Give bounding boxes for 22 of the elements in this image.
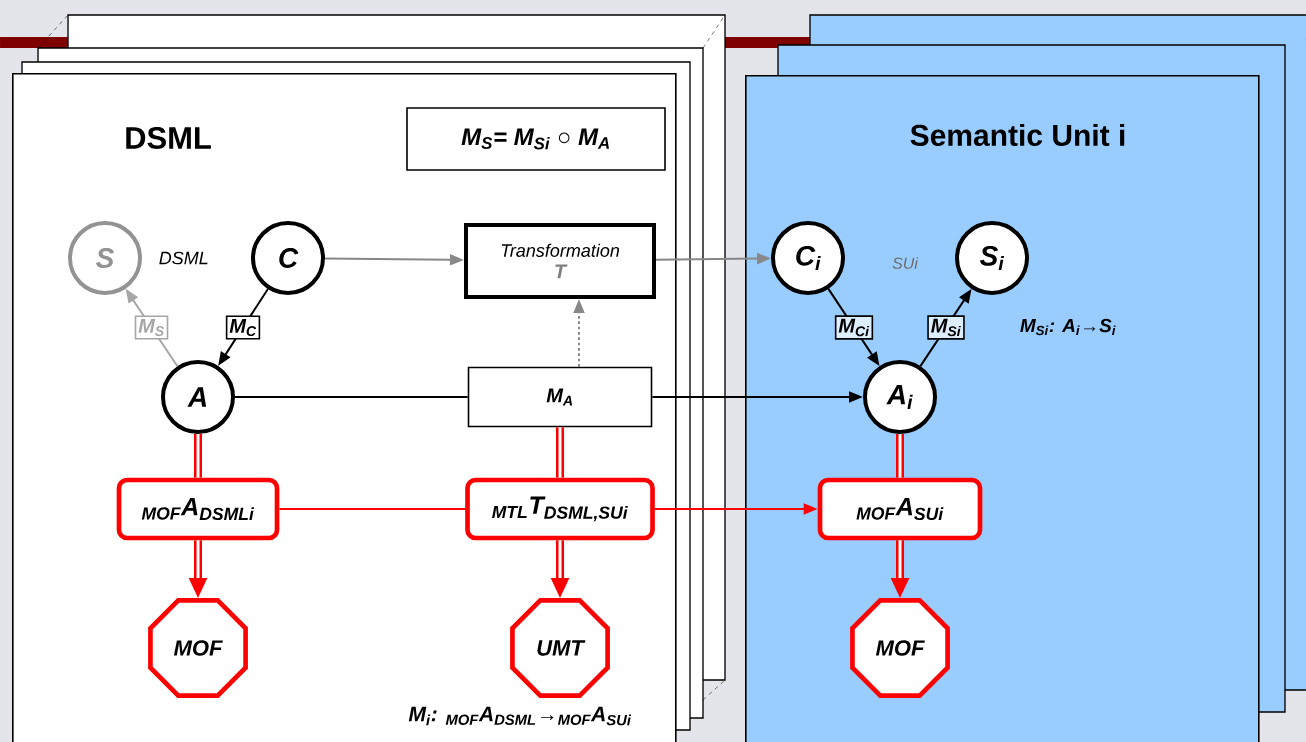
rounded-box: $_{MOF}$A$_{SUi}$ — [817, 477, 983, 541]
circle-node: S$_{i}$ — [955, 221, 1029, 295]
circle-node: C$_{i}$ — [771, 221, 845, 295]
rounded-box: $_{MTL}$T$_{DSML,SUi}$ — [465, 477, 655, 541]
edge-label: M$_{Si}$ — [927, 315, 965, 340]
note-text: M$_{Si}$: A$_{i}$→S$_{i}$ — [1020, 318, 1116, 336]
circle-node: C — [251, 221, 325, 295]
circle-node: S — [68, 221, 142, 295]
edge-label: M$_{S}$ — [134, 315, 169, 340]
formula-box: M$_{A}$ — [467, 366, 653, 428]
octagon-node: MOF — [850, 598, 950, 698]
rounded-box: $_{MOF}$A$_{DSMLi}$ — [116, 477, 280, 541]
formula-box: M$_{S}$= M$_{Si}$ ○ M$_{A}$ — [406, 107, 666, 171]
edge-label: M$_{Ci}$ — [834, 315, 874, 340]
octagon-node: MOF — [148, 598, 248, 698]
circle-node: A — [161, 360, 235, 434]
circle-node: A$_{i}$ — [863, 360, 937, 434]
octagon-node: UMT — [510, 598, 610, 698]
node-caption: DSML — [159, 251, 208, 265]
process-box: Transformation T — [464, 223, 656, 299]
note-text: SUi — [892, 257, 919, 269]
edge-label: M$_{C}$ — [225, 315, 261, 340]
